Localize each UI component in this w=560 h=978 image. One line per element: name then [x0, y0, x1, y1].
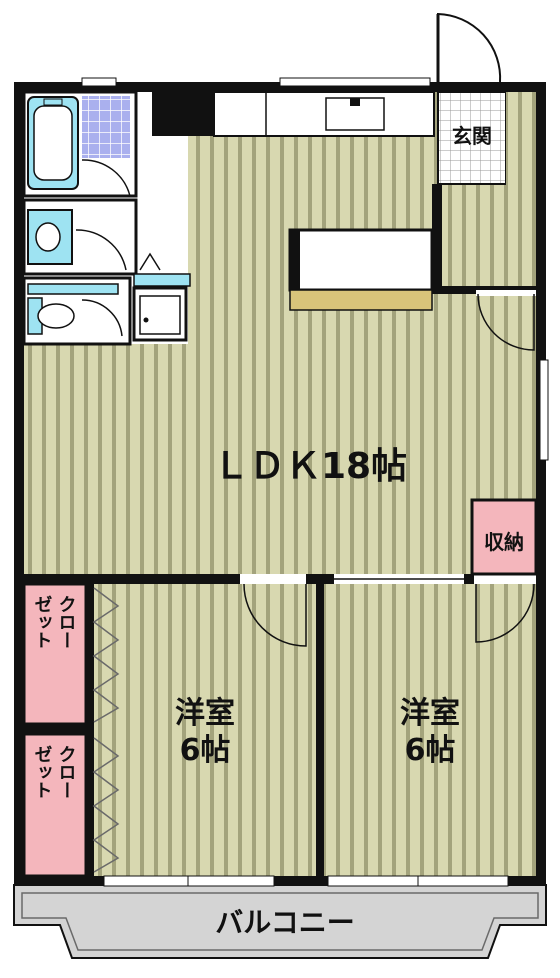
- western-room-right-floor: [324, 584, 536, 876]
- window-balcony-left: [103, 875, 275, 887]
- door-swing-right-room: [475, 583, 535, 643]
- storage-label: 収納: [484, 530, 524, 554]
- closet-bottom-label-1: クロー: [56, 745, 77, 799]
- entrance: [437, 91, 507, 185]
- closet-top-label-1: クロー: [56, 595, 77, 649]
- ldk-label: ＬＤＫ18帖: [213, 446, 407, 487]
- window-top: [279, 77, 431, 87]
- window-bath: [81, 77, 117, 87]
- closet-bottom: [22, 732, 88, 878]
- toilet-bowl: [37, 303, 75, 329]
- toilet-counter: [27, 283, 119, 295]
- bathtub-inner: [33, 105, 73, 181]
- window-right: [539, 359, 549, 461]
- closet-bottom-door: [92, 737, 120, 873]
- bath-tile-floor: [82, 96, 130, 158]
- western-left-size: 6帖: [180, 733, 231, 768]
- island-shelf: [289, 289, 433, 311]
- door-swing-entrance-hall: [477, 293, 535, 351]
- island-counter: [288, 228, 434, 292]
- washbasin-bowl: [35, 222, 61, 252]
- kitchen-counter: [213, 91, 435, 137]
- door-swing-left-room: [243, 583, 307, 647]
- closet-bottom-label-2: ゼット: [32, 745, 53, 799]
- laundry-pan-inner: [139, 295, 181, 335]
- closet-top-door: [92, 587, 120, 723]
- western-room-left-floor: [94, 584, 316, 876]
- faucet: [43, 98, 63, 106]
- western-left-name: 洋室: [175, 696, 235, 731]
- western-right-name: 洋室: [400, 696, 460, 731]
- balcony-label: バルコニー: [215, 906, 354, 939]
- storage: [470, 498, 538, 576]
- entrance-door-swing: [437, 12, 502, 83]
- closet-top-label-2: ゼット: [32, 595, 53, 649]
- entrance-label: 玄関: [452, 124, 492, 148]
- western-right-size: 6帖: [405, 733, 456, 768]
- balcony: [13, 884, 547, 959]
- refrigerator-space: [152, 92, 214, 136]
